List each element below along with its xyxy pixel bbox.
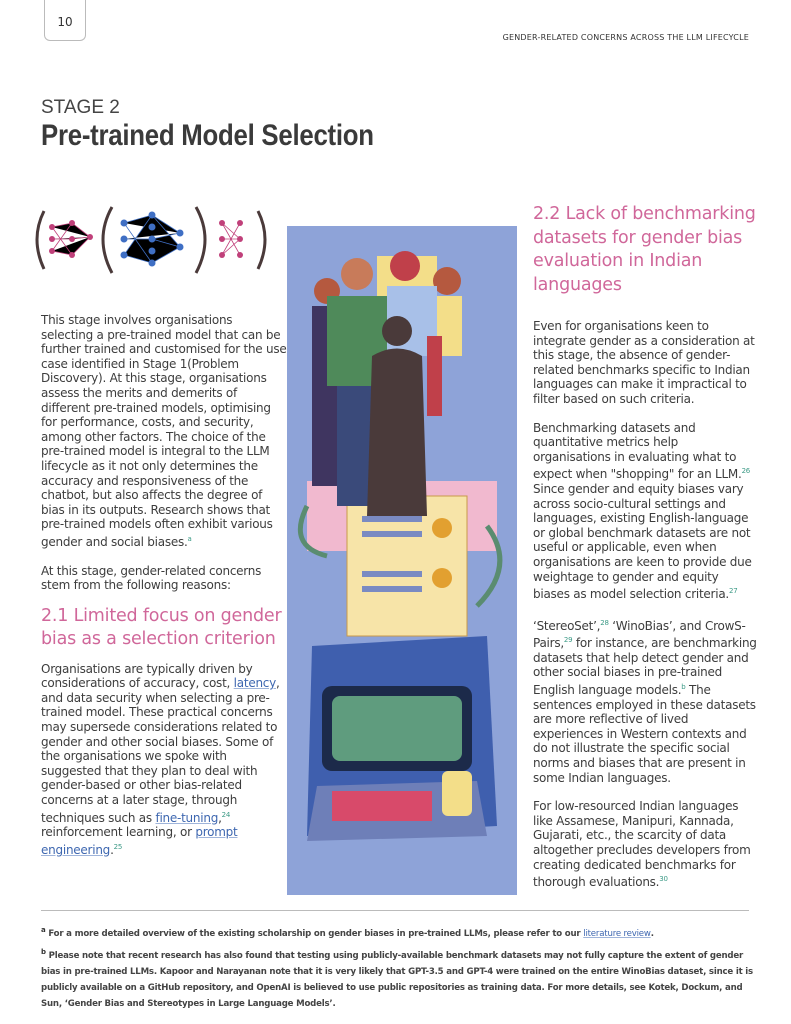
ref-26[interactable]: 26	[741, 467, 751, 476]
section-heading-2-1: 2.1 Limited focus on gender bias as a se…	[41, 605, 282, 650]
section-2-2-paragraph-2: Benchmarking datasets and quantitative m…	[533, 420, 752, 602]
reasons-paragraph: At this stage, gender-related concerns s…	[41, 563, 262, 593]
ref-30[interactable]: 30	[659, 875, 668, 884]
footnote-a: a For a more detailed overview of the ex…	[41, 926, 654, 939]
ref-25[interactable]: 25	[113, 842, 123, 851]
footnotes: a For a more detailed overview of the ex…	[41, 922, 756, 1012]
running-header: GENDER-RELATED CONCERNS ACROSS THE LLM L…	[502, 33, 749, 42]
footnote-divider	[41, 910, 749, 911]
ref-28[interactable]: 28	[600, 618, 609, 627]
section-2-2-paragraph-1: Even for organisations keen to integrate…	[533, 319, 755, 406]
page-title: Pre-trained Model Selection	[41, 119, 374, 152]
neural-network-icon	[35, 206, 267, 274]
fine-tuning-link[interactable]: fine-tuning	[155, 810, 219, 825]
section-heading-2-2: 2.2 Lack of benchmarking datasets for ge…	[533, 204, 756, 295]
footnote-ref-b[interactable]: b	[681, 683, 686, 692]
literature-review-link[interactable]: literature review	[583, 928, 651, 939]
footnote-b: b Please note that recent research has a…	[41, 947, 753, 1009]
left-column: This stage involves organisations select…	[41, 313, 287, 871]
ref-27[interactable]: 27	[729, 587, 738, 596]
page-number: 10	[44, 0, 86, 41]
prompt-engineering-link[interactable]: prompt engineering	[41, 825, 238, 857]
ref-24[interactable]: 24	[221, 810, 231, 819]
section-2-2-paragraph-4: For low-resourced Indian languages like …	[533, 799, 751, 890]
intro-paragraph: This stage involves organisations select…	[41, 313, 287, 549]
right-column: 2.2 Lack of benchmarking datasets for ge…	[533, 203, 758, 904]
section-2-2-paragraph-3: ‘StereoSet’,28 ‘WinoBias’, and CrowS-Pai…	[533, 618, 757, 785]
footnote-ref-a[interactable]: a	[187, 534, 192, 543]
ref-29[interactable]: 29	[563, 636, 573, 645]
section-2-1-paragraph: Organisations are typically driven by co…	[41, 661, 280, 857]
latency-link[interactable]: latency	[233, 676, 277, 691]
illustration-people-and-computer	[287, 226, 517, 895]
stage-label: STAGE 2	[41, 97, 120, 118]
